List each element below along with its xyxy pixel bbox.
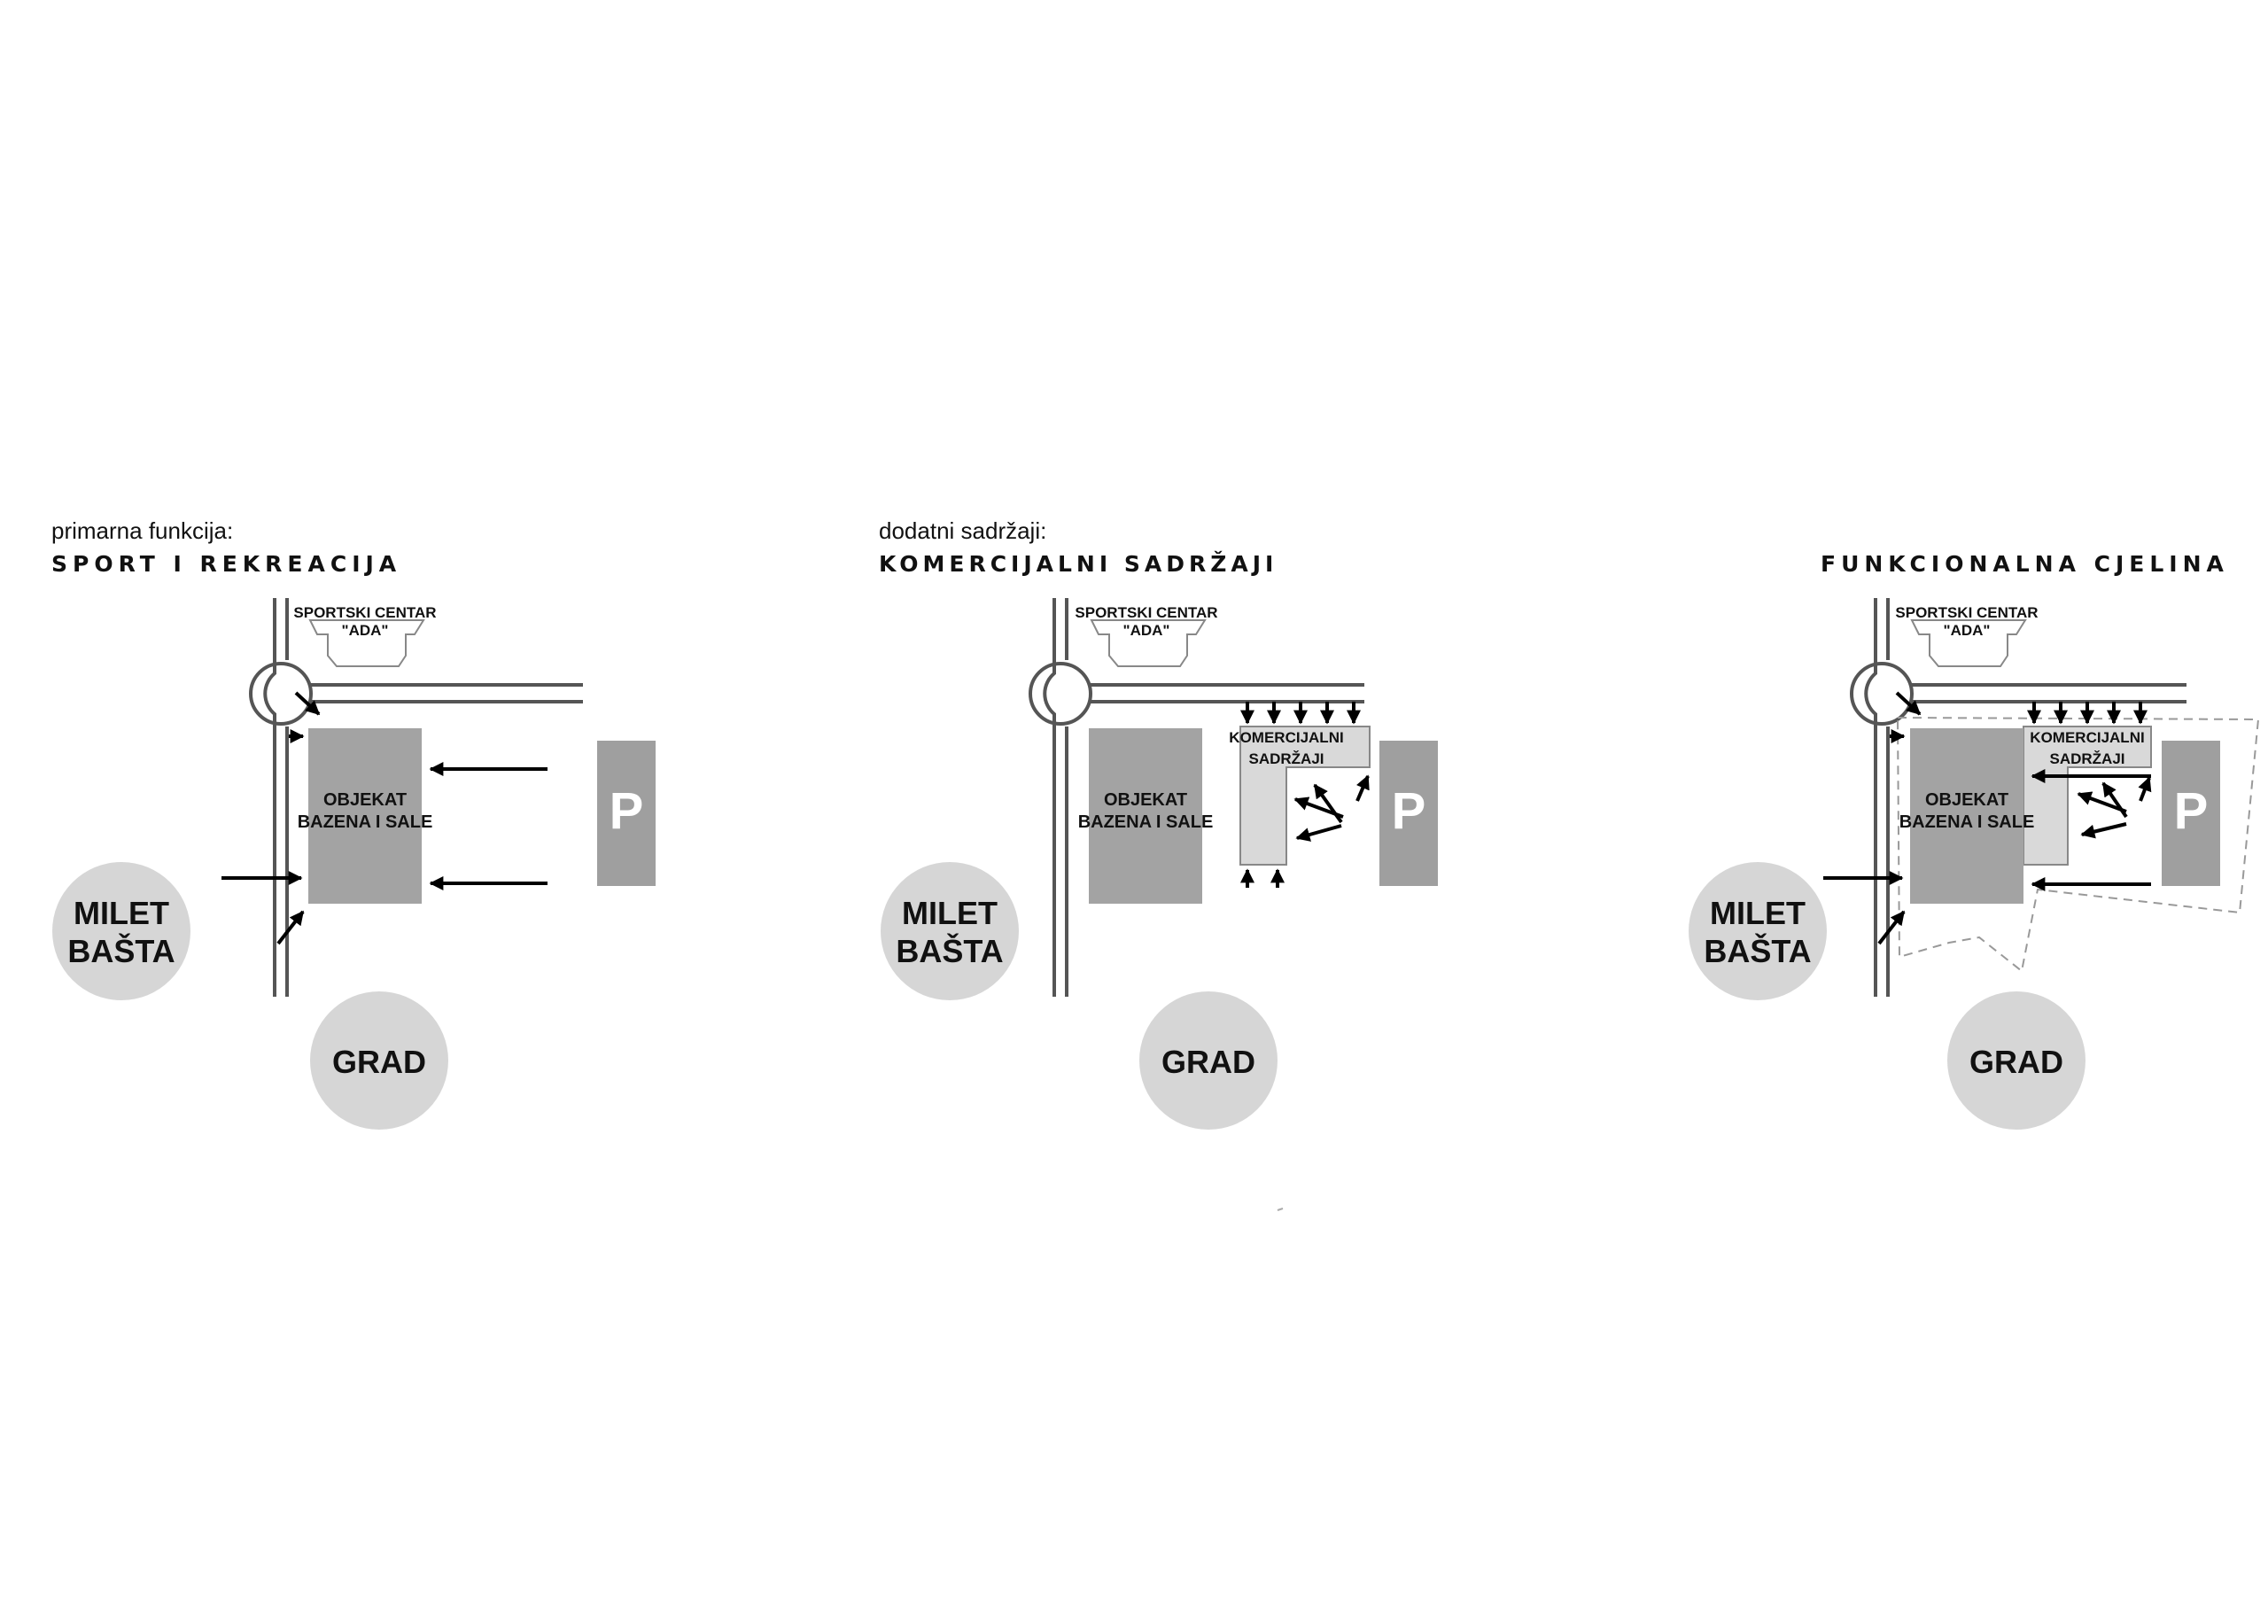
panel-commercial: dodatni sadržaji: KOMERCIJALNI SADRŽAJI …	[879, 517, 1438, 1211]
sports-center-label-2: "ADA"	[1123, 622, 1170, 639]
grad-circle	[310, 991, 448, 1130]
milet-label-1: MILET	[74, 895, 169, 931]
parking-label: P	[1392, 782, 1426, 840]
milet-label-1: MILET	[1710, 895, 1806, 931]
sports-center-outline	[1910, 619, 2027, 667]
road-network	[249, 598, 583, 997]
milet-basta-circle	[1689, 862, 1827, 1000]
access-arrows	[1240, 702, 1370, 888]
milet-label-2: BAŠTA	[67, 932, 175, 969]
main-building-label-2: BAZENA I SALE	[1078, 812, 1214, 832]
main-building	[1910, 728, 2023, 904]
grad-label: GRAD	[1161, 1044, 1255, 1080]
commercial-label-2: SADRŽAJI	[1248, 750, 1324, 767]
main-building-label-1: OBJEKAT	[1104, 790, 1187, 810]
sports-center-label-1: SPORTSKI CENTAR	[293, 604, 436, 621]
grad-circle	[1139, 991, 1278, 1130]
parking-label: P	[2174, 782, 2209, 840]
milet-label-2: BAŠTA	[1704, 932, 1811, 969]
sports-center-outline	[1090, 619, 1207, 667]
sports-center-label-1: SPORTSKI CENTAR	[1075, 604, 1217, 621]
access-arrows	[1823, 691, 2152, 945]
parking-lot	[1379, 741, 1438, 886]
access-arrows	[221, 691, 548, 945]
sports-center-outline	[308, 619, 425, 667]
commercial-label-1: KOMERCIJALNI	[2030, 729, 2144, 746]
sports-center-label-1: SPORTSKI CENTAR	[1895, 604, 2038, 621]
panel-subtitle: dodatni sadržaji:	[879, 517, 1046, 544]
stray-mark	[1277, 1208, 1284, 1211]
sports-center-label-2: "ADA"	[1944, 622, 1991, 639]
grad-circle	[1947, 991, 2085, 1130]
road-network	[1850, 598, 2186, 997]
main-building-label-1: OBJEKAT	[323, 790, 407, 810]
parking-label: P	[610, 782, 644, 840]
panel-heading: SPORT I REKREACIJA	[51, 551, 401, 577]
roundabout	[1850, 662, 1914, 726]
commercial-label-1: KOMERCIJALNI	[1229, 729, 1343, 746]
road-network	[1029, 598, 1364, 997]
roundabout	[249, 662, 313, 726]
main-building	[308, 728, 422, 904]
milet-basta-circle	[881, 862, 1019, 1000]
commercial-label-2: SADRŽAJI	[2049, 750, 2124, 767]
panel-heading: KOMERCIJALNI SADRŽAJI	[879, 551, 1278, 577]
panel-heading: FUNKCIONALNA CJELINA	[1821, 551, 2229, 577]
parking-lot	[597, 741, 656, 886]
roundabout	[1029, 662, 1092, 726]
panel-subtitle: primarna funkcija:	[51, 517, 233, 544]
parking-lot	[2162, 741, 2220, 886]
main-building-label-2: BAZENA I SALE	[298, 812, 433, 832]
functional-boundary	[1896, 716, 2260, 973]
grad-label: GRAD	[332, 1044, 426, 1080]
milet-basta-circle	[52, 862, 190, 1000]
milet-label-2: BAŠTA	[896, 932, 1003, 969]
milet-label-1: MILET	[902, 895, 998, 931]
main-building	[1089, 728, 1202, 904]
panel-sport: primarna funkcija: SPORT I REKREACIJA SP…	[51, 517, 656, 1130]
sports-center-label-2: "ADA"	[342, 622, 389, 639]
main-building-label-1: OBJEKAT	[1925, 790, 2008, 810]
grad-label: GRAD	[1969, 1044, 2063, 1080]
commercial-block	[1239, 726, 1371, 866]
panel-whole: FUNKCIONALNA CJELINA SPORTSKI CENTAR "AD…	[1689, 551, 2260, 1130]
main-building-label-2: BAZENA I SALE	[1899, 812, 2035, 832]
